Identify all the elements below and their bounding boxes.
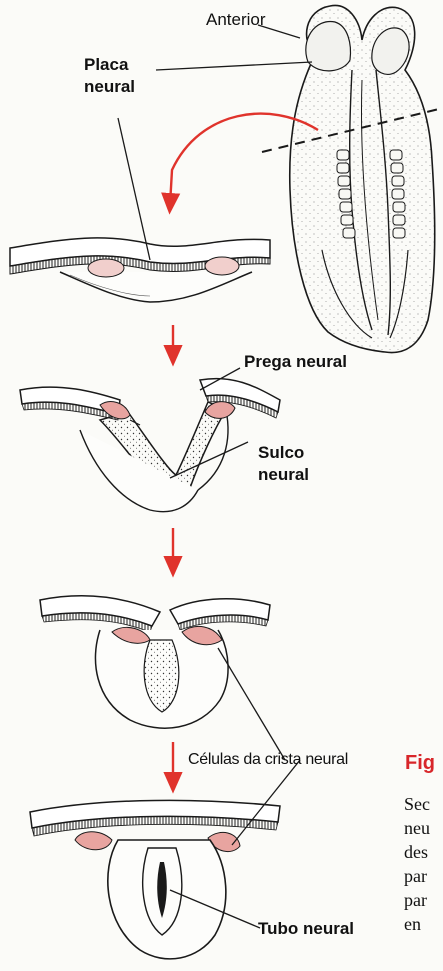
label-placa-neural-1: Placa <box>84 54 128 75</box>
caption-line: en <box>404 914 421 935</box>
caption-title: Fig <box>405 752 435 775</box>
label-anterior: Anterior <box>206 9 266 30</box>
label-sulco-neural-1: Sulco <box>258 442 304 463</box>
caption-line: Sec <box>404 794 430 815</box>
stage-neural-plate <box>10 238 270 302</box>
caption-line: neu <box>404 818 430 839</box>
caption-line: par <box>404 866 427 887</box>
label-tubo-neural: Tubo neural <box>258 918 354 939</box>
label-celulas-crista-neural: Células da crista neural <box>188 749 348 770</box>
stage-neural-tube <box>30 800 280 959</box>
label-sulco-neural-2: neural <box>258 464 309 485</box>
caption-line: par <box>404 890 427 911</box>
embryo-dorsal-view <box>262 5 443 352</box>
label-prega-neural: Prega neural <box>244 351 347 372</box>
caption-line: des <box>404 842 428 863</box>
stage-folds-closing <box>40 596 270 728</box>
label-placa-neural-2: neural <box>84 76 135 97</box>
